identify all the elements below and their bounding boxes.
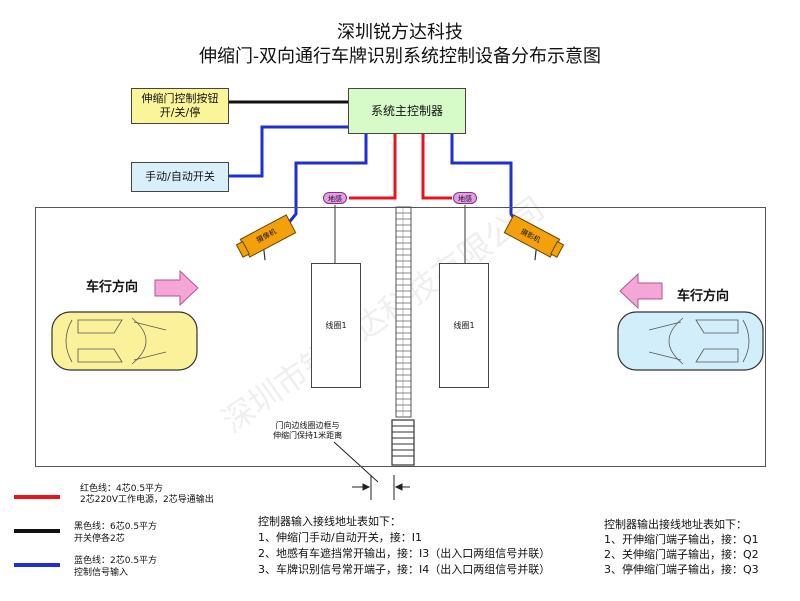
gate-control-button-box[interactable]: 伸缩门控制按钮 开/关/停	[131, 88, 229, 124]
output-item-1: 1、开伸缩门端子输出，接：Q1	[604, 533, 759, 546]
right-camera-icon	[503, 214, 565, 261]
main-controller-box[interactable]: 系统主控制器	[348, 88, 466, 134]
left-car	[51, 311, 198, 371]
output-table-heading: 控制器输出接线地址表如下：	[604, 518, 747, 531]
input-table-heading: 控制器输入接线地址表如下：	[258, 515, 401, 528]
blue-wire-switch	[229, 125, 348, 178]
legend-red-title: 红色线：4芯0.5平方	[80, 484, 164, 494]
legend-red-desc: 2芯220V工作电源，2芯导通输出	[80, 495, 214, 505]
manual-auto-switch-box[interactable]: 手动/自动开关	[131, 162, 229, 192]
left-coil: 线圈1	[311, 263, 361, 388]
right-car	[617, 311, 764, 371]
title-line2: 伸缩门-双向通行车牌识别系统控制设备分布示意图	[198, 46, 602, 67]
gate-distance-note: 门向边线圈边框与 伸缩门保持1米距离	[273, 421, 343, 440]
legend-black-desc: 开关停各2芯	[74, 534, 125, 544]
distance-marker	[333, 441, 410, 500]
right-ground-sensor: 地感	[453, 192, 477, 204]
left-direction-label: 车行方向	[86, 280, 139, 295]
input-item-2: 2、地感有车遮挡常开输出，接：I3（出入口两组信号并联）	[258, 547, 551, 560]
road-area	[35, 207, 766, 467]
legend-blue-title: 蓝色线：2芯0.5平方	[74, 556, 158, 566]
blue-wire-left-camera	[284, 134, 368, 227]
arrow-right-icon	[154, 269, 199, 307]
right-direction-label: 车行方向	[677, 289, 730, 304]
input-item-1: 1、伸缩门手动/自动开关，接：I1	[258, 531, 422, 544]
arrow-left-icon	[619, 272, 663, 310]
output-item-3: 3、停伸缩门端子输出，接：Q3	[604, 563, 759, 576]
red-wire-right-sensor	[421, 134, 452, 200]
legend-blue-desc: 控制信号输入	[74, 568, 129, 578]
left-camera-icon	[235, 214, 297, 261]
legend-black-title: 黑色线：6芯0.5平方	[74, 522, 158, 532]
output-item-2: 2、关伸缩门端子输出，接：Q2	[604, 548, 759, 561]
input-item-3: 3、车牌识别信号常开端子，接：I4（出入口两组信号并联）	[258, 563, 551, 576]
red-wire-left-sensor	[349, 134, 397, 200]
title-line1: 深圳锐方达科技	[337, 22, 463, 43]
left-ground-sensor: 地感	[323, 192, 347, 204]
right-coil: 线圈1	[439, 263, 489, 388]
